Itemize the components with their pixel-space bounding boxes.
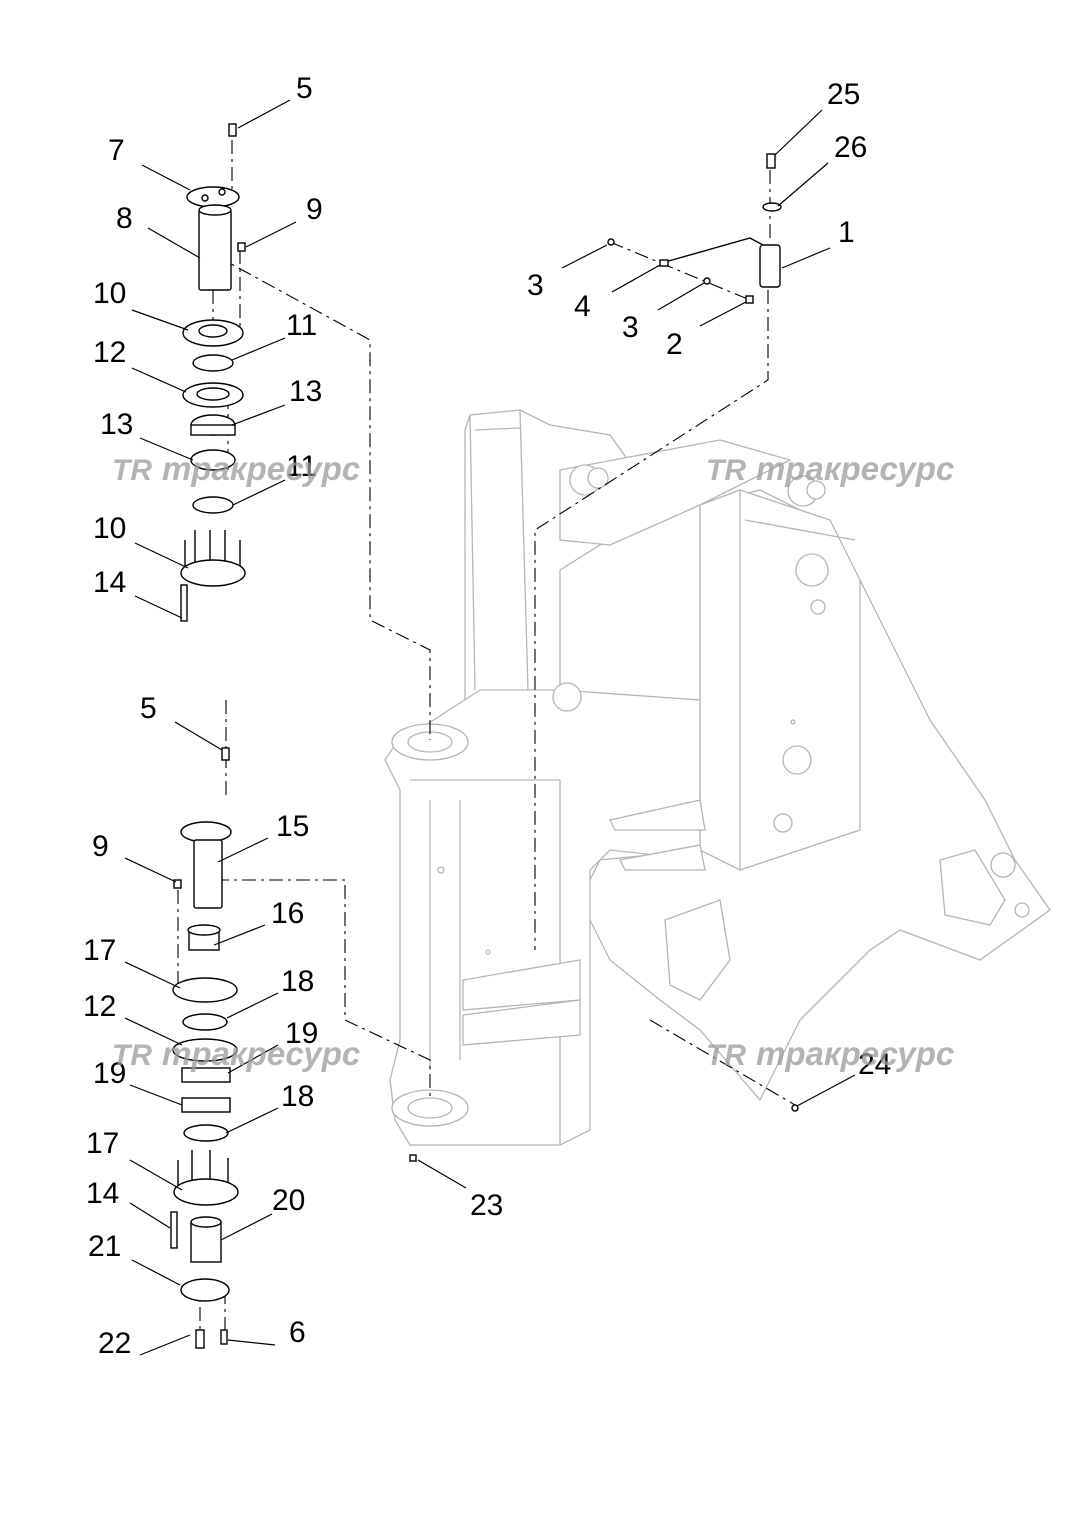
callout-2: 2	[666, 328, 683, 361]
callout-9-upper: 9	[306, 193, 323, 226]
callout-21: 21	[88, 1230, 121, 1263]
callout-13-left: 13	[100, 408, 133, 441]
watermark-text: тракресурс	[162, 450, 360, 487]
callout-3-right: 3	[622, 311, 639, 344]
watermark-bottom-right: TR тракресурс	[706, 1035, 954, 1072]
callout-4: 4	[574, 290, 591, 323]
watermark-top-right: TR тракресурс	[706, 450, 954, 487]
callout-18-bottom: 18	[281, 1080, 314, 1113]
callout-7: 7	[108, 134, 125, 167]
callout-26: 26	[834, 131, 867, 164]
watermark-top-left: TR тракресурс	[112, 450, 360, 487]
callout-24: 24	[858, 1048, 891, 1081]
callout-22: 22	[98, 1327, 131, 1360]
lower-pin-assembly	[170, 747, 239, 1349]
callout-3-left: 3	[527, 269, 544, 302]
callout-14-lower: 14	[86, 1177, 119, 1210]
callout-23: 23	[470, 1189, 503, 1222]
callout-12-lower: 12	[83, 990, 116, 1023]
watermark-text: тракресурс	[756, 1035, 954, 1072]
callout-8: 8	[116, 202, 133, 235]
watermark-logo: TR	[112, 1039, 152, 1072]
callout-20: 20	[272, 1184, 305, 1217]
callout-19-right: 19	[285, 1017, 318, 1050]
loader-frame	[384, 409, 1051, 1146]
watermark-logo: TR	[112, 454, 152, 487]
callout-6: 6	[289, 1316, 306, 1349]
callout-9-lower: 9	[92, 830, 109, 863]
callout-12-upper: 12	[93, 336, 126, 369]
callout-13-right: 13	[289, 375, 322, 408]
callout-14-upper: 14	[93, 566, 126, 599]
callout-15: 15	[276, 810, 309, 843]
callout-11-bottom: 11	[286, 450, 317, 483]
grease-line-assembly	[409, 153, 799, 1162]
watermark-logo: TR	[706, 454, 746, 487]
leader-lines	[124, 99, 856, 1356]
watermark-bottom-left: TR тракресурс	[112, 1035, 360, 1072]
watermark-logo: TR	[706, 1039, 746, 1072]
callout-25: 25	[827, 78, 860, 111]
callout-10-top: 10	[93, 277, 126, 310]
callout-17-bottom: 17	[86, 1127, 119, 1160]
watermark-text: тракресурс	[756, 450, 954, 487]
callouts: 5 7 8 9 10 11 12 13 13 11 10 14 5 15 9 1…	[83, 72, 891, 1360]
callout-5-lower: 5	[140, 692, 157, 725]
callout-1: 1	[838, 216, 855, 249]
callout-11-top: 11	[286, 309, 317, 342]
callout-18-top: 18	[281, 965, 314, 998]
watermark-text: тракресурс	[162, 1035, 360, 1072]
callout-10-bottom: 10	[93, 512, 126, 545]
centre-lines	[177, 140, 796, 1330]
upper-pin-assembly	[180, 123, 246, 622]
callout-5-upper: 5	[296, 72, 313, 105]
callout-16: 16	[271, 897, 304, 930]
callout-19-left: 19	[93, 1057, 126, 1090]
callout-17-top: 17	[83, 934, 116, 967]
